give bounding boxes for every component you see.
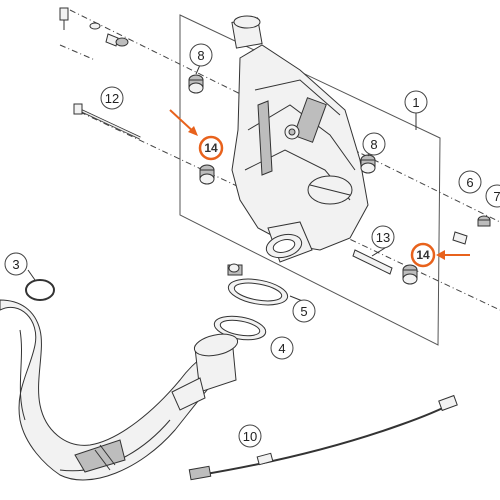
callout-1-label: 1: [412, 95, 419, 110]
callout-3: 3: [4, 252, 28, 276]
clip-6: [452, 231, 468, 245]
callout-6-label: 6: [466, 175, 473, 190]
header-pipe: [0, 299, 239, 481]
lambda-sensor-10: [188, 394, 458, 481]
callout-4-label: 4: [278, 341, 285, 356]
nut-7: [477, 215, 491, 227]
callout-3-label: 3: [12, 257, 19, 272]
silencer-top-pipe: [231, 15, 263, 49]
callout-8-upper: 8: [189, 43, 213, 67]
callout-10-label: 10: [243, 429, 257, 444]
callout-8-right-label: 8: [370, 137, 377, 152]
callout-10: 10: [238, 424, 262, 448]
callout-12-label: 12: [105, 91, 119, 106]
bushing-right: [360, 154, 376, 174]
callout-7-label: 7: [493, 189, 500, 204]
highlight-arrows: [169, 109, 470, 260]
gasket-4: [213, 315, 267, 341]
washer-top-1: [89, 22, 101, 30]
seal-ring-3: [25, 279, 55, 301]
callout-14-left-label: 14: [204, 141, 218, 155]
callout-12: 12: [100, 86, 124, 110]
spacer-13: [352, 249, 393, 275]
bolt-top-left: [59, 7, 69, 30]
clamp-5: [227, 263, 289, 306]
bushing-upper: [188, 74, 204, 94]
callout-7: 7: [485, 184, 500, 208]
bushing-14-right: [402, 264, 418, 285]
callout-14-right-label: 14: [416, 248, 430, 262]
callout-14-right: 14: [410, 242, 436, 268]
clip-top: [105, 33, 119, 47]
callout-6: 6: [458, 170, 482, 194]
callout-8-upper-label: 8: [197, 48, 204, 63]
callout-4: 4: [270, 336, 294, 360]
nut-top: [115, 37, 129, 47]
silencer-outlet: [265, 221, 313, 263]
bushing-14-left: [199, 164, 215, 185]
callout-5: 5: [292, 299, 316, 323]
callout-8-right: 8: [362, 132, 386, 156]
callout-5-label: 5: [300, 304, 307, 319]
callout-13: 13: [371, 225, 395, 249]
callouts: 1 3 4 5 6 7 8 8: [4, 43, 500, 448]
callout-14-left: 14: [198, 135, 224, 161]
bolt-long-12: [73, 103, 141, 140]
callout-13-label: 13: [376, 230, 390, 245]
silencer-body: [231, 44, 369, 251]
callout-1: 1: [404, 90, 428, 114]
